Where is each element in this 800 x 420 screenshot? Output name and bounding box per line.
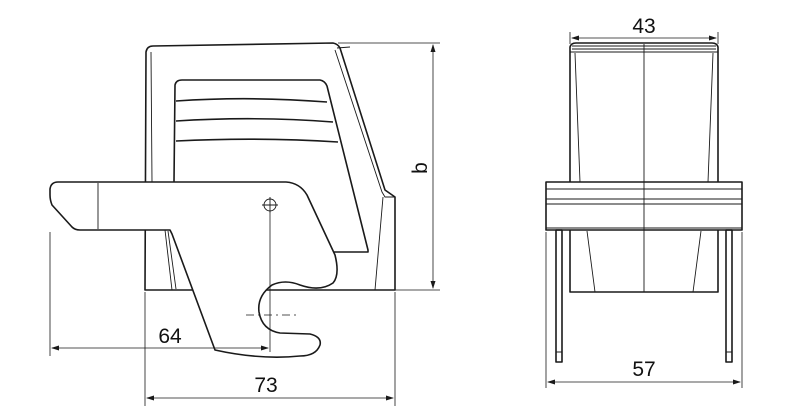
dimension-label: 57 xyxy=(632,358,655,381)
dimension-64: 64 xyxy=(51,325,269,351)
lever-leg-left xyxy=(555,229,563,363)
pivot-icon xyxy=(262,197,278,213)
band-lines xyxy=(546,188,742,229)
dimension-label: 43 xyxy=(632,15,655,38)
housing-lower-line xyxy=(164,229,173,291)
side-view: 64 73 b xyxy=(49,42,440,406)
dimension-57: 57 xyxy=(547,358,741,385)
housing-top-cap xyxy=(569,42,719,52)
lower-taper-lines xyxy=(586,230,702,293)
mounting-band xyxy=(545,181,743,231)
dimension-label: b xyxy=(409,162,432,174)
window-slat xyxy=(175,117,334,123)
extension-lines xyxy=(545,32,743,388)
front-view: 43 57 xyxy=(545,15,743,388)
dimension-label: 73 xyxy=(254,374,277,397)
lever-grip-line xyxy=(97,183,177,290)
lever-leg-right xyxy=(725,229,733,363)
housing-taper-lines xyxy=(574,44,714,292)
dimension-73: 73 xyxy=(146,374,394,401)
extension-lines xyxy=(49,42,440,406)
housing-lower-body xyxy=(569,230,719,293)
locking-lever xyxy=(49,181,338,358)
housing-upper-body xyxy=(569,52,719,182)
window-slat xyxy=(175,138,339,143)
housing-inner-edge xyxy=(150,46,395,291)
dimension-b: b xyxy=(409,44,436,289)
dimension-43: 43 xyxy=(571,15,717,41)
housing-window xyxy=(173,79,369,253)
window-slat xyxy=(175,97,328,103)
dimension-label: 64 xyxy=(158,325,182,348)
